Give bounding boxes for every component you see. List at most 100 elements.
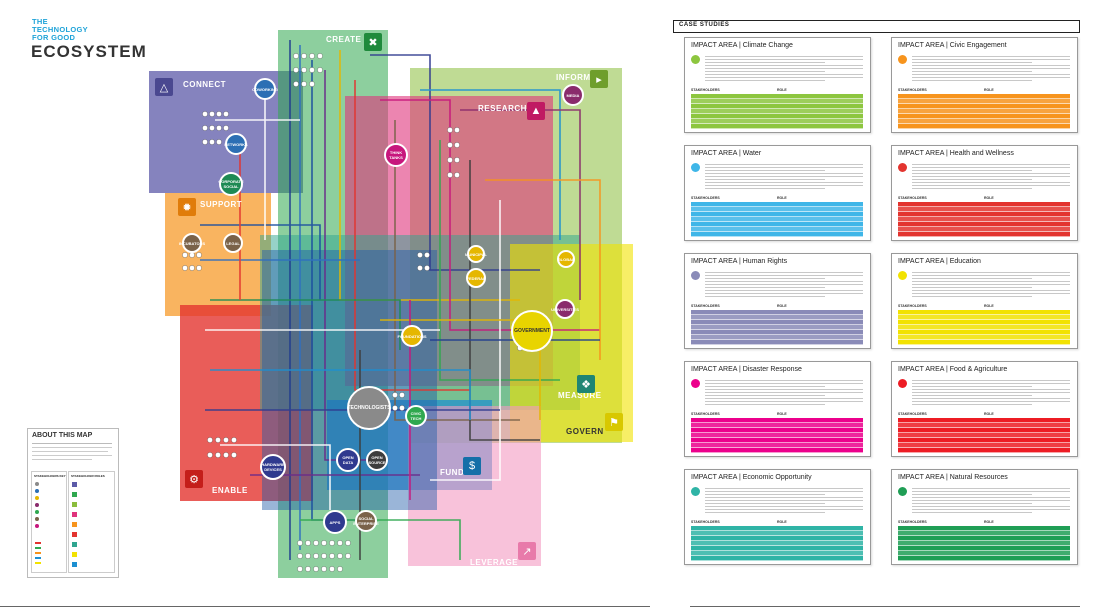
- table-row: [898, 212, 1070, 217]
- text-line: [912, 170, 1032, 171]
- text-line: [705, 275, 863, 276]
- node-think-tanks[interactable]: THINK TANKS: [384, 143, 408, 167]
- node-legal[interactable]: LEGAL: [223, 233, 243, 253]
- text-line: [912, 287, 1032, 288]
- table-row: [898, 222, 1070, 227]
- role-label: ROLE: [984, 88, 994, 92]
- stakeholders-label: STAKEHOLDERS: [691, 196, 720, 200]
- node-global[interactable]: GLOBAL: [557, 250, 575, 268]
- stakeholder-table: [691, 94, 863, 129]
- table-row: [691, 222, 863, 227]
- table-row: [691, 448, 863, 453]
- text-line: [912, 173, 1070, 174]
- about-this-map-panel: ABOUT THIS MAP STAKEHOLDERS KEY STAKEHOL…: [27, 428, 119, 578]
- role-label: ROLE: [777, 412, 787, 416]
- table-row: [898, 418, 1070, 423]
- text-line: [705, 188, 825, 189]
- table-row: [691, 325, 863, 330]
- gear-icon: ⚙: [185, 470, 203, 488]
- text-line: [705, 491, 863, 492]
- megaphone-icon: ▸: [590, 70, 608, 88]
- node-social-enterprise[interactable]: SOCIAL ENTERPRISE: [353, 510, 379, 532]
- node-open-source[interactable]: OPEN SOURCE: [366, 449, 388, 471]
- impact-area-icon: [691, 487, 700, 496]
- stakeholders-label: STAKEHOLDERS: [898, 196, 927, 200]
- table-row: [898, 315, 1070, 320]
- brand-title: ECOSYSTEM: [31, 42, 147, 61]
- node-municipal[interactable]: MUNICIPAL: [465, 245, 487, 263]
- text-line: [912, 188, 1032, 189]
- table-row: [898, 546, 1070, 551]
- node-federal[interactable]: FEDERAL: [466, 268, 486, 288]
- table-row: [898, 217, 1070, 222]
- table-row: [691, 556, 863, 561]
- text-line: [912, 167, 1070, 168]
- table-row: [898, 541, 1070, 546]
- table-row: [898, 531, 1070, 536]
- text-line: [705, 278, 825, 279]
- role-label: ROLE: [777, 304, 787, 308]
- zone-label-govern: GOVERN: [566, 427, 604, 436]
- node-universities[interactable]: UNIVERSITIES: [551, 299, 579, 319]
- stakeholder-table: [898, 202, 1070, 237]
- text-line: [705, 68, 863, 69]
- text-line: [912, 506, 1070, 507]
- text-line: [912, 176, 1070, 177]
- node-technologists[interactable]: TECHNOLOGISTS: [347, 386, 391, 430]
- text-line: [912, 59, 1070, 60]
- text-line: [705, 506, 863, 507]
- table-row: [898, 423, 1070, 428]
- stakeholders-label: STAKEHOLDERS: [691, 520, 720, 524]
- node-civic-tech[interactable]: CIVIC TECH: [405, 405, 427, 427]
- role-label: ROLE: [984, 520, 994, 524]
- node-networks[interactable]: NETWORKS: [224, 133, 248, 155]
- card-title: IMPACT AREA | Health and Wellness: [898, 150, 1014, 157]
- text-line: [912, 275, 1070, 276]
- text-line: [912, 395, 1032, 396]
- stakeholder-table: [691, 526, 863, 561]
- text-line: [912, 278, 1032, 279]
- node-coworking[interactable]: COWORKING: [252, 78, 278, 100]
- text-line: [705, 284, 863, 285]
- table-row: [898, 114, 1070, 119]
- text-line: [705, 488, 863, 489]
- table-row: [898, 310, 1070, 315]
- text-line: [912, 386, 1032, 387]
- table-row: [691, 99, 863, 104]
- table-row: [898, 94, 1070, 99]
- node-hardware[interactable]: HARDWARE DEVICES: [260, 454, 286, 480]
- node-corporate-social[interactable]: CORPORATE SOCIAL: [218, 172, 244, 196]
- node-open-data[interactable]: OPEN DATA: [336, 448, 360, 472]
- node-media[interactable]: MEDIA: [562, 84, 584, 106]
- node-incubators[interactable]: INCUBATORS: [179, 233, 205, 253]
- zone-label-leverage: LEVERAGE: [470, 558, 519, 567]
- zone-label-measure: MEASURE: [558, 391, 602, 400]
- node-apps[interactable]: APPS: [323, 510, 347, 534]
- text-line: [912, 512, 1032, 513]
- text-line: [912, 290, 1070, 291]
- table-row: [898, 438, 1070, 443]
- table-row: [691, 202, 863, 207]
- node-foundations[interactable]: FOUNDATIONS: [397, 325, 427, 347]
- table-row: [691, 119, 863, 124]
- impact-area-icon: [898, 55, 907, 64]
- stakeholder-table: [898, 94, 1070, 129]
- impact-area-icon: [898, 271, 907, 280]
- text-line: [912, 500, 1070, 501]
- node-government[interactable]: GOVERNMENT: [511, 310, 553, 352]
- card-title: IMPACT AREA | Human Rights: [691, 258, 788, 265]
- text-line: [705, 56, 863, 57]
- card-title: IMPACT AREA | Natural Resources: [898, 474, 1008, 481]
- text-line: [705, 182, 863, 183]
- text-line: [705, 392, 863, 393]
